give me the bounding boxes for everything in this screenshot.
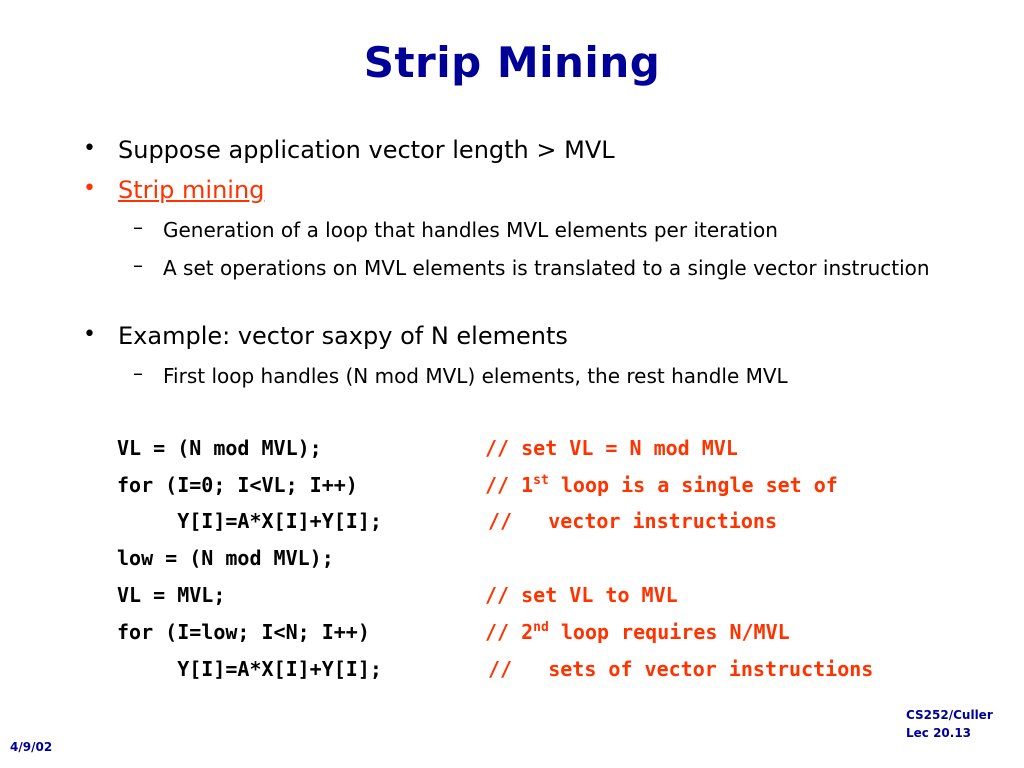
bullet-text: Suppose application vector length > MVL (118, 136, 615, 164)
sub-bullet-marker: – (133, 215, 143, 239)
bullet-marker: • (83, 136, 96, 161)
code-comment-part: loop requires N/MVL (548, 620, 790, 644)
footer-date: 4/9/02 (10, 740, 53, 754)
footer-course-info: CS252/Culler Lec 20.13 (906, 706, 993, 742)
code-comment: // 2nd loop requires N/MVL (485, 620, 790, 644)
code-line: low = (N mod MVL); (117, 546, 334, 570)
sub-bullet-text: A set operations on MVL elements is tran… (163, 256, 930, 280)
bullet-marker: • (83, 322, 96, 347)
code-comment: // set VL = N mod MVL (485, 436, 738, 460)
code-line: for (I=0; I<VL; I++) (117, 473, 358, 497)
code-comment: // set VL to MVL (485, 583, 678, 607)
code-line: Y[I]=A*X[I]+Y[I]; (117, 509, 382, 533)
sub-bullet-text: Generation of a loop that handles MVL el… (163, 218, 778, 242)
code-line: for (I=low; I<N; I++) (117, 620, 370, 644)
sub-bullet-marker: – (133, 253, 143, 277)
code-comment: // sets of vector instructions (488, 657, 874, 681)
code-line: VL = (N mod MVL); (117, 436, 322, 460)
sub-bullet-marker: – (133, 361, 143, 385)
ordinal-suffix: nd (533, 620, 549, 635)
code-comment-part: loop is a single set of (548, 473, 838, 497)
code-comment-part: // 1 (485, 473, 534, 497)
code-line: VL = MVL; (117, 583, 226, 607)
code-comment: // vector instructions (488, 509, 777, 533)
slide-title: Strip Mining (363, 38, 661, 87)
code-line: Y[I]=A*X[I]+Y[I]; (117, 657, 382, 681)
bullet-text-strip-mining: Strip mining (118, 176, 265, 204)
sub-bullet-text: First loop handles (N mod MVL) elements,… (163, 364, 788, 388)
bullet-text: Example: vector saxpy of N elements (118, 322, 568, 350)
bullet-marker: • (83, 176, 96, 201)
ordinal-suffix: st (533, 473, 549, 488)
code-comment: // 1st loop is a single set of (485, 473, 838, 497)
footer-lecture: Lec 20.13 (906, 726, 972, 740)
code-comment-part: // 2 (485, 620, 534, 644)
footer-course: CS252/Culler (906, 708, 993, 722)
